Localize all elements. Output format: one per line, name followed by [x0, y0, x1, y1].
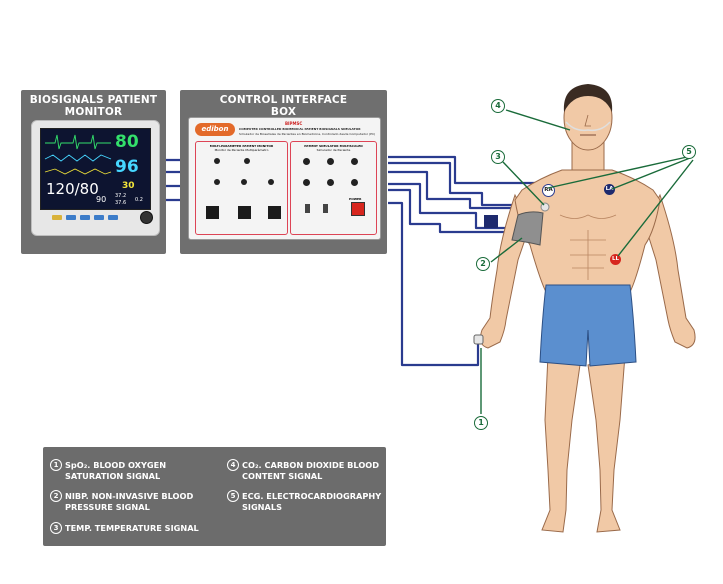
spo2-value: 96 — [115, 157, 139, 177]
legend-text: SpO₂. BLOOD OXYGEN — [65, 460, 167, 470]
control-box-device: edibon BIPMSC COMPUTER CONTROLLED BIOMED… — [188, 117, 381, 240]
legend-num: 5 — [227, 490, 239, 502]
cable-ecg-ra — [388, 155, 545, 185]
temp1-value: 37.2 — [115, 193, 127, 199]
connector-block[interactable] — [206, 206, 219, 219]
monitor-panel-title: BIOSIGNALS PATIENT MONITOR — [21, 94, 166, 118]
map-value: 90 — [96, 195, 107, 204]
legend-text-2: SIGNALS — [242, 502, 282, 512]
knob[interactable] — [351, 158, 358, 165]
callout-5: 5 — [682, 145, 696, 159]
monitor-title-line1: BIOSIGNALS PATIENT — [29, 94, 158, 106]
ecg-lead-ll: LL — [610, 254, 621, 265]
knob[interactable] — [268, 179, 274, 185]
legend-text-2: SATURATION SIGNAL — [65, 471, 161, 481]
monitor-button[interactable] — [80, 215, 90, 220]
switch[interactable] — [323, 204, 328, 213]
switch[interactable] — [305, 204, 310, 213]
leader-3 — [502, 161, 545, 206]
power-button[interactable] — [351, 202, 365, 216]
temp-extra-value: 0.2 — [135, 197, 143, 203]
left-module: MULTI-PARAMETER PATIENT MONITOR Monitor … — [195, 141, 288, 235]
product-title-en: COMPUTER CONTROLLED BIOMEDICAL PATIENT B… — [239, 127, 361, 131]
leader-5c — [617, 159, 694, 257]
cable-nibp — [388, 188, 525, 234]
monitor-buttons — [52, 215, 122, 221]
edibon-logo: edibon — [195, 123, 235, 136]
knob[interactable] — [214, 179, 220, 185]
left-module-sub: Monitor de Paciente Multiparámetro — [214, 148, 269, 152]
right-module-sub: Simulador de Paciente — [316, 148, 351, 152]
connector-block[interactable] — [238, 206, 251, 219]
bp-value: 120/80 — [46, 180, 99, 198]
temp2-value: 37.6 — [115, 200, 127, 206]
knob[interactable] — [327, 179, 334, 186]
legend-text: NIBP. NON-INVASIVE BLOOD — [65, 491, 194, 501]
legend-panel: 1 SpO₂. BLOOD OXYGEN SATURATION SIGNAL 2… — [43, 447, 386, 546]
right-module: PATIENT SIMULATOR MULTISCALED Simulador … — [290, 141, 377, 235]
legend-num: 3 — [50, 522, 62, 534]
knob[interactable] — [303, 179, 310, 186]
leader-4 — [505, 109, 571, 131]
control-title-line2: BOX — [270, 106, 297, 118]
callout-2: 2 — [476, 257, 490, 271]
control-panel-title: CONTROL INTERFACE BOX — [180, 94, 387, 118]
legend-num: 1 — [50, 459, 62, 471]
model-label: BIPMSC — [285, 121, 303, 126]
legend-num: 2 — [50, 490, 62, 502]
knob[interactable] — [241, 179, 247, 185]
edibon-logo-text: edibon — [201, 125, 229, 133]
ecg-lead-la: LA — [604, 184, 615, 195]
knob[interactable] — [327, 158, 334, 165]
monitor-waveforms — [44, 134, 112, 175]
monitor-button[interactable] — [52, 215, 62, 220]
leader-5b — [611, 157, 691, 190]
knob[interactable] — [214, 158, 220, 164]
callout-1: 1 — [474, 416, 488, 430]
monitor-button[interactable] — [94, 215, 104, 220]
product-title-es: Simulador de Bioseñales de Pacientes en … — [239, 132, 376, 136]
legend-text: CO₂. CARBON DIOXIDE BLOOD — [242, 460, 380, 470]
callout-3: 3 — [491, 150, 505, 164]
knob[interactable] — [244, 158, 250, 164]
knob[interactable] — [351, 179, 358, 186]
left-module-title: MULTI-PARAMETER PATIENT MONITOR — [209, 144, 274, 148]
hr-value: 80 — [115, 132, 139, 152]
patient-monitor-device: 80 96 120/80 90 30 37.2 37.6 0.2 — [31, 120, 160, 236]
leader-2 — [490, 237, 523, 263]
monitor-title-line2: MONITOR — [64, 106, 123, 118]
control-panel: CONTROL INTERFACE BOX edibon BIPMSC COMP… — [180, 90, 387, 254]
leader-5a — [547, 156, 688, 189]
legend-text-2: PRESSURE SIGNAL — [65, 502, 150, 512]
control-title-line1: CONTROL INTERFACE — [219, 94, 348, 106]
monitor-knob[interactable] — [140, 211, 153, 224]
monitor-button[interactable] — [108, 215, 118, 220]
monitor-button[interactable] — [66, 215, 76, 220]
connector-block[interactable] — [268, 206, 281, 219]
legend-num: 4 — [227, 459, 239, 471]
cable-spo2 — [388, 201, 480, 367]
monitor-screen: 80 96 120/80 90 30 37.2 37.6 0.2 — [40, 128, 151, 210]
callout-4: 4 — [491, 99, 505, 113]
legend-text: ECG. ELECTROCARDIOGRAPHY — [242, 491, 382, 501]
knob[interactable] — [303, 158, 310, 165]
power-label: POWER — [349, 197, 362, 201]
resp-value: 30 — [122, 181, 135, 191]
legend-text-2: CONTENT SIGNAL — [242, 471, 323, 481]
right-module-title: PATIENT SIMULATOR MULTISCALED — [304, 144, 363, 148]
legend-text: TEMP. TEMPERATURE SIGNAL — [65, 523, 199, 533]
monitor-panel: BIOSIGNALS PATIENT MONITOR 80 96 120/80 … — [21, 90, 166, 254]
